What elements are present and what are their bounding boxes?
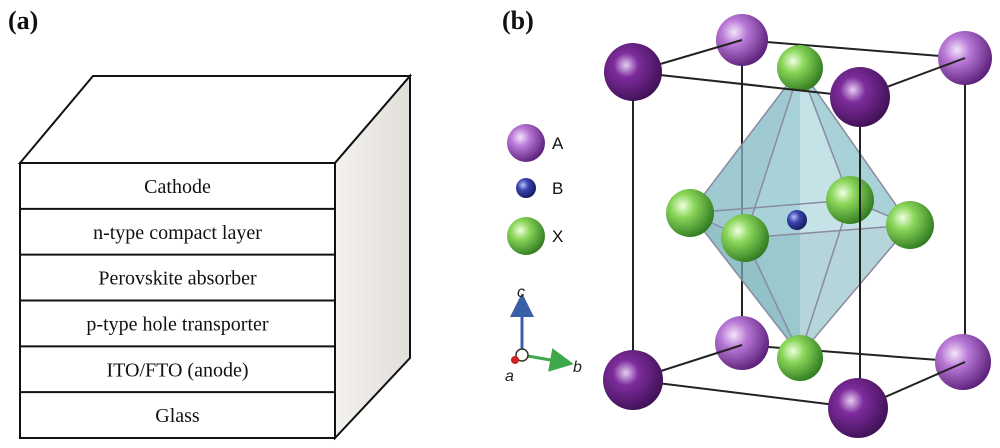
atom-a-front-bottom-left bbox=[603, 350, 663, 410]
cube-front-edges bbox=[632, 39, 966, 409]
legend-swatch-a bbox=[507, 124, 545, 162]
atom-x-front bbox=[721, 214, 769, 262]
layer-label: n-type compact layer bbox=[93, 222, 262, 244]
axis-origin bbox=[515, 348, 529, 362]
axis-label-a: a bbox=[505, 368, 514, 385]
axis-b-arrow bbox=[521, 348, 574, 372]
axis-a-dot bbox=[511, 356, 519, 364]
atom-x-bottom bbox=[777, 335, 823, 381]
atom-x-top bbox=[777, 45, 823, 91]
legend-label-x: X bbox=[552, 227, 563, 246]
atom-a-front-bottom-right bbox=[828, 378, 888, 438]
legend-label-a: A bbox=[552, 134, 564, 153]
atom-a-back-bottom-left bbox=[715, 316, 769, 370]
atom-a-front-top-right bbox=[830, 67, 890, 127]
atom-b-center bbox=[787, 210, 807, 230]
atom-x-back bbox=[826, 176, 874, 224]
axis-triad: c b a bbox=[505, 284, 582, 385]
legend-swatch-b bbox=[516, 178, 536, 198]
layer-label: ITO/FTO (anode) bbox=[106, 359, 248, 381]
layer-label: Glass bbox=[155, 405, 200, 427]
axis-label-c: c bbox=[517, 284, 525, 301]
atom-a-front-top-left bbox=[604, 43, 662, 101]
legend-swatch-x bbox=[507, 217, 545, 255]
axis-label-b: b bbox=[573, 359, 582, 376]
atom-x-left bbox=[666, 189, 714, 237]
legend-label-b: B bbox=[552, 179, 563, 198]
layer-label: p-type hole transporter bbox=[86, 313, 268, 335]
layer-label: Cathode bbox=[144, 176, 211, 198]
atom-x-right bbox=[886, 201, 934, 249]
panel-label-b: (b) bbox=[502, 6, 534, 35]
legend: A B X bbox=[507, 124, 564, 255]
panel-label-a: (a) bbox=[8, 6, 39, 35]
layer-label: Perovskite absorber bbox=[98, 268, 257, 290]
